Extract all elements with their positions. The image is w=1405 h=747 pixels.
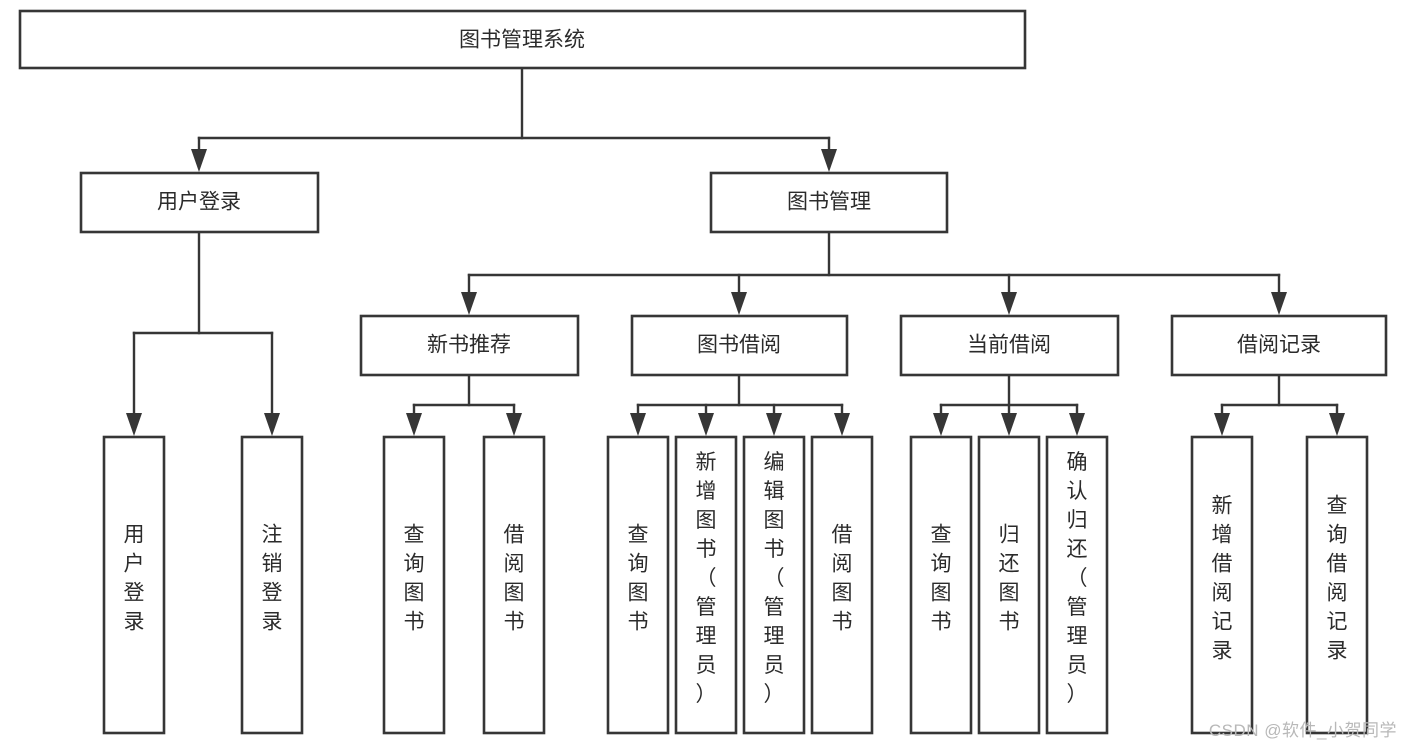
connector-group-borrow-record: [1214, 373, 1345, 436]
node-book-management[interactable]: 图书管理: [709, 171, 949, 234]
leaf-cb-confirm-return-label: 确认归还（管理员）: [1067, 451, 1088, 706]
node-new-book-recommend-label: 新书推荐: [427, 334, 511, 357]
leaf-bb-query-book-box[interactable]: [606, 435, 670, 735]
leaf-bb-edit-book-box[interactable]: [742, 435, 806, 735]
connector-group-new-book-recommend: [406, 373, 522, 436]
arrow-nbr-leaf-1: [406, 413, 422, 436]
node-book-borrow-box[interactable]: [630, 314, 849, 377]
leaf-cb-query-book-box[interactable]: [909, 435, 973, 735]
arrow-to-borrow-record: [1271, 292, 1287, 315]
csdn-watermark: CSDN @软件_小贺同学: [1208, 721, 1397, 740]
node-current-borrow[interactable]: 当前借阅: [899, 314, 1120, 377]
connector-group-current-borrow: [933, 373, 1085, 436]
leaf-cb-query-book[interactable]: 查询图书: [909, 435, 973, 735]
leaf-bb-borrow-book-label: 借阅图书: [832, 524, 853, 634]
node-root-label: 图书管理系统: [459, 29, 585, 52]
node-root-box[interactable]: [18, 9, 1027, 70]
node-borrow-record-box[interactable]: [1170, 314, 1388, 377]
leaf-br-query-record-label: 查询借阅记录: [1327, 495, 1348, 663]
connector-group-user-login: [126, 230, 280, 436]
arrow-to-current-borrow: [1001, 292, 1017, 315]
node-book-borrow[interactable]: 图书借阅: [630, 314, 849, 377]
arrow-root-to-book-mgmt: [821, 149, 837, 172]
node-new-book-recommend-box[interactable]: [359, 314, 580, 377]
leaf-bb-borrow-book[interactable]: 借阅图书: [810, 435, 874, 735]
node-book-management-box[interactable]: [709, 171, 949, 234]
leaf-user-login-login-label: 用户登录: [124, 524, 145, 634]
node-root-book-management-system[interactable]: 图书管理系统: [18, 9, 1027, 70]
leaf-user-login-login[interactable]: 用户登录: [102, 435, 166, 735]
leaf-cb-confirm-return[interactable]: 确认归还（管理员）: [1045, 435, 1109, 735]
arrow-cb-leaf-2: [1001, 413, 1017, 436]
leaf-cb-return-book[interactable]: 归还图书: [977, 435, 1041, 735]
arrow-nbr-leaf-2: [506, 413, 522, 436]
arrow-cb-leaf-1: [933, 413, 949, 436]
leaf-user-login-logout-label: 注销登录: [262, 524, 283, 634]
node-new-book-recommend[interactable]: 新书推荐: [359, 314, 580, 377]
leaf-br-add-record-box[interactable]: [1190, 435, 1254, 735]
leaf-nbr-borrow-book[interactable]: 借阅图书: [482, 435, 546, 735]
arrow-bb-leaf-2: [698, 413, 714, 436]
leaf-nbr-borrow-book-label: 借阅图书: [504, 524, 525, 634]
leaf-user-login-logout[interactable]: 注销登录: [240, 435, 304, 735]
arrow-user-login-leaf-1: [126, 413, 142, 436]
leaf-cb-return-book-label: 归还图书: [999, 524, 1020, 634]
leaf-nbr-query-book-label: 查询图书: [404, 524, 425, 634]
arrow-cb-leaf-3: [1069, 413, 1085, 436]
leaf-bb-edit-book[interactable]: 编辑图书（管理员）: [742, 435, 806, 735]
connector-group-book-borrow: [630, 373, 850, 436]
node-current-borrow-box[interactable]: [899, 314, 1120, 377]
node-user-login-box[interactable]: [79, 171, 320, 234]
arrow-root-to-user-login: [191, 149, 207, 172]
leaf-nbr-query-book[interactable]: 查询图书: [382, 435, 446, 735]
leaf-br-query-record-box[interactable]: [1305, 435, 1369, 735]
node-user-login-label: 用户登录: [157, 191, 241, 214]
leaf-user-login-login-box[interactable]: [102, 435, 166, 735]
leaf-br-query-record[interactable]: 查询借阅记录: [1305, 435, 1369, 735]
arrow-br-leaf-2: [1329, 413, 1345, 436]
node-borrow-record-label: 借阅记录: [1237, 334, 1321, 357]
arrow-bb-leaf-4: [834, 413, 850, 436]
leaf-bb-edit-book-label: 编辑图书（管理员）: [764, 451, 785, 706]
leaf-bb-query-book[interactable]: 查询图书: [606, 435, 670, 735]
arrow-user-login-leaf-2: [264, 413, 280, 436]
leaf-nbr-borrow-book-box[interactable]: [482, 435, 546, 735]
leaf-user-login-logout-box[interactable]: [240, 435, 304, 735]
node-book-management-label: 图书管理: [787, 191, 871, 214]
leaf-bb-query-book-label: 查询图书: [628, 524, 649, 634]
leaf-bb-borrow-book-box[interactable]: [810, 435, 874, 735]
arrow-bb-leaf-1: [630, 413, 646, 436]
leaf-bb-add-book-box[interactable]: [674, 435, 738, 735]
arrow-to-new-book-recommend: [461, 292, 477, 315]
leaf-br-add-record[interactable]: 新增借阅记录: [1190, 435, 1254, 735]
leaf-bb-add-book-label: 新增图书（管理员）: [696, 451, 717, 706]
node-borrow-record[interactable]: 借阅记录: [1170, 314, 1388, 377]
node-book-borrow-label: 图书借阅: [697, 334, 781, 357]
leaf-cb-query-book-label: 查询图书: [931, 524, 952, 634]
leaf-bb-add-book[interactable]: 新增图书（管理员）: [674, 435, 738, 735]
leaf-br-add-record-label: 新增借阅记录: [1212, 495, 1233, 663]
arrow-bb-leaf-3: [766, 413, 782, 436]
connector-group-root: [191, 66, 837, 172]
arrow-to-book-borrow: [731, 292, 747, 315]
node-user-login[interactable]: 用户登录: [79, 171, 320, 234]
leaf-cb-return-book-box[interactable]: [977, 435, 1041, 735]
arrow-br-leaf-1: [1214, 413, 1230, 436]
node-current-borrow-label: 当前借阅: [967, 334, 1051, 357]
leaf-cb-confirm-return-box[interactable]: [1045, 435, 1109, 735]
leaf-nbr-query-book-box[interactable]: [382, 435, 446, 735]
connector-group-book-mgmt: [461, 230, 1287, 315]
